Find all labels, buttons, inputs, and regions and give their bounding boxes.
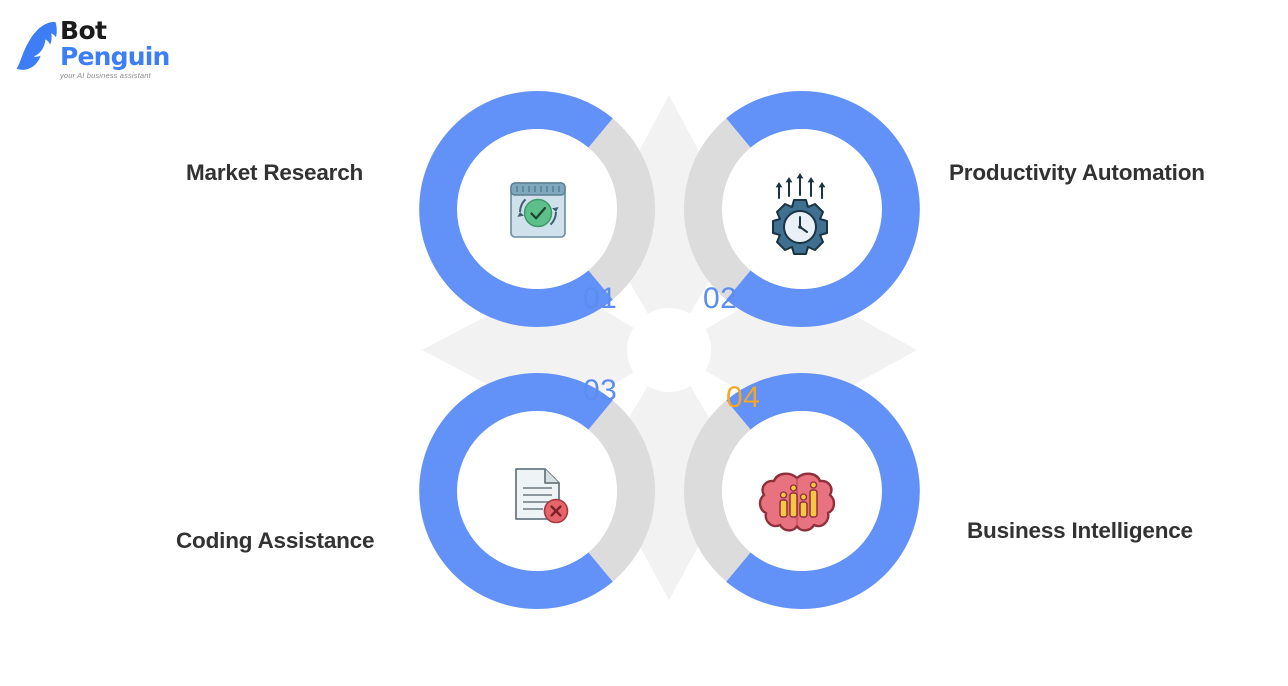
step-number-03: 03	[583, 374, 618, 407]
step-number-04: 04	[726, 381, 761, 414]
step-label-market-research: Market Research	[186, 160, 364, 185]
step-label-coding-assistance: Coding Assistance	[176, 528, 375, 553]
calendar-refresh-check-icon	[510, 182, 566, 238]
step-number-01: 01	[583, 282, 618, 315]
background-diamonds	[422, 95, 917, 600]
center-hub	[627, 308, 711, 392]
logo-tagline: your AI business assistant	[60, 71, 151, 80]
gear-clock-arrows-up-icon	[772, 173, 828, 255]
step-label-productivity-automation: Productivity Automation	[949, 160, 1205, 185]
ring-04-blue-arc	[726, 373, 920, 609]
ring-01-blue-arc	[419, 91, 613, 327]
ring-03-blue-arc	[419, 373, 613, 609]
document-error-icon	[515, 468, 569, 524]
logo-word-bot: Bot	[60, 16, 107, 45]
botpenguin-logo[interactable]: Bot Penguin your AI business assistant	[14, 18, 214, 88]
penguin-icon	[16, 21, 57, 70]
ring-02-blue-arc	[726, 91, 920, 327]
step-number-02: 02	[703, 282, 738, 315]
logo-word-penguin: Penguin	[60, 41, 170, 71]
brain-barchart-icon	[758, 472, 836, 532]
step-label-business-intelligence: Business Intelligence	[967, 518, 1193, 543]
